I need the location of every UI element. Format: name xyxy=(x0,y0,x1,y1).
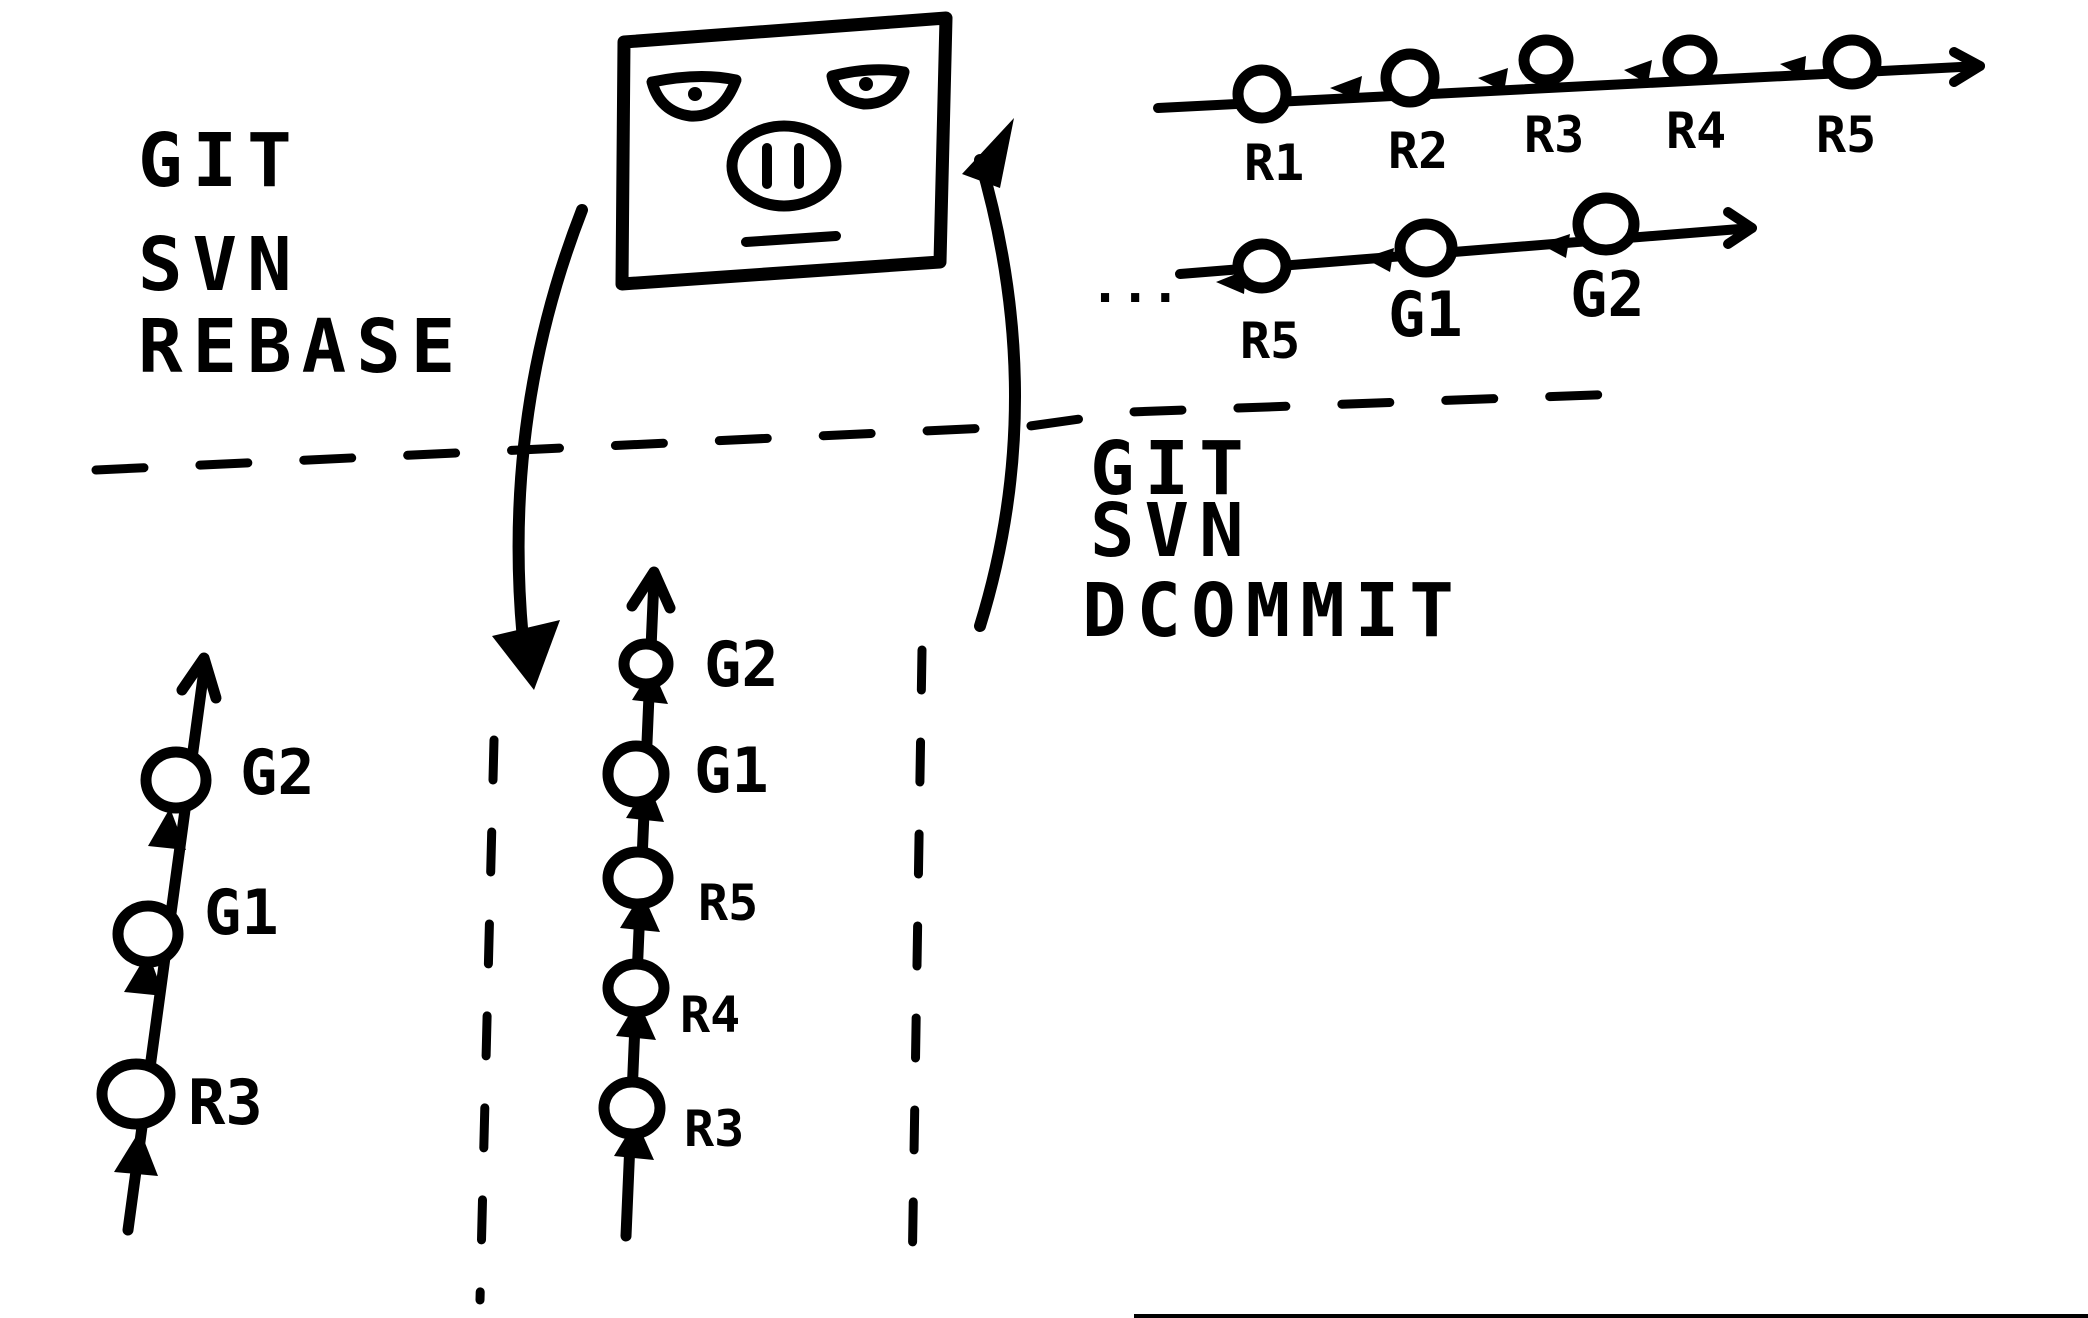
svg-text:G1: G1 xyxy=(694,734,769,807)
svg-text:R5: R5 xyxy=(1816,106,1876,164)
svg-text:R1: R1 xyxy=(1244,134,1304,192)
svg-text:R2: R2 xyxy=(1388,122,1448,180)
svg-text:R5: R5 xyxy=(1240,312,1300,370)
commit-node xyxy=(618,638,674,690)
svg-text:R3: R3 xyxy=(1524,106,1584,164)
svg-text:R4: R4 xyxy=(1666,102,1726,160)
svg-text:SVN: SVN xyxy=(1090,488,1254,574)
svg-text:DCOMMIT: DCOMMIT xyxy=(1082,568,1464,654)
svg-text:R3: R3 xyxy=(188,1066,263,1139)
svn-history-continued-row: ... R5 G1 G2 xyxy=(1090,192,1757,370)
commit-node xyxy=(1232,238,1292,294)
commit-node xyxy=(1394,218,1458,278)
dcommit-arrow xyxy=(962,118,1021,632)
commit-node xyxy=(1380,48,1440,108)
svg-text:SVN: SVN xyxy=(138,222,302,308)
commit-node xyxy=(602,740,670,808)
commit-node xyxy=(1662,34,1718,86)
svg-text:G2: G2 xyxy=(1570,258,1645,331)
local-branch-before: R3 G1 G2 xyxy=(96,652,315,1236)
separator-dashed-line xyxy=(91,389,1625,475)
commit-node xyxy=(140,746,212,814)
commit-node xyxy=(96,1058,176,1130)
branch-divider-left xyxy=(475,735,499,1305)
svg-text:G1: G1 xyxy=(1388,278,1463,351)
svg-text:REBASE: REBASE xyxy=(138,304,465,390)
svg-text:...: ... xyxy=(1090,256,1180,314)
svg-text:GIT: GIT xyxy=(138,118,302,204)
commit-node xyxy=(1232,64,1292,124)
commit-node xyxy=(602,846,674,910)
rebase-command-label: GIT SVN REBASE xyxy=(138,118,465,390)
svg-text:R4: R4 xyxy=(680,986,740,1044)
svg-text:R5: R5 xyxy=(698,874,758,932)
svg-text:G1: G1 xyxy=(204,876,279,949)
commit-node xyxy=(602,958,670,1018)
commit-node xyxy=(1572,192,1640,256)
commit-node xyxy=(112,900,184,968)
svn-server-pig-icon xyxy=(615,11,953,291)
commit-node xyxy=(598,1076,666,1140)
branch-divider-right xyxy=(907,645,927,1285)
commit-node xyxy=(1822,34,1882,90)
dcommit-command-label: GIT SVN DCOMMIT xyxy=(1082,426,1464,654)
local-branch-after: R3 R4 R5 G1 G2 xyxy=(598,566,779,1242)
svg-text:GIT: GIT xyxy=(1090,426,1254,512)
svg-text:R3: R3 xyxy=(684,1100,744,1158)
svg-text:G2: G2 xyxy=(240,736,315,809)
rebase-arrow xyxy=(492,204,588,690)
commit-node xyxy=(1518,34,1574,86)
svg-text:G2: G2 xyxy=(704,628,779,701)
svn-history-row: R1 R2 R3 R4 R5 xyxy=(1153,34,1985,192)
